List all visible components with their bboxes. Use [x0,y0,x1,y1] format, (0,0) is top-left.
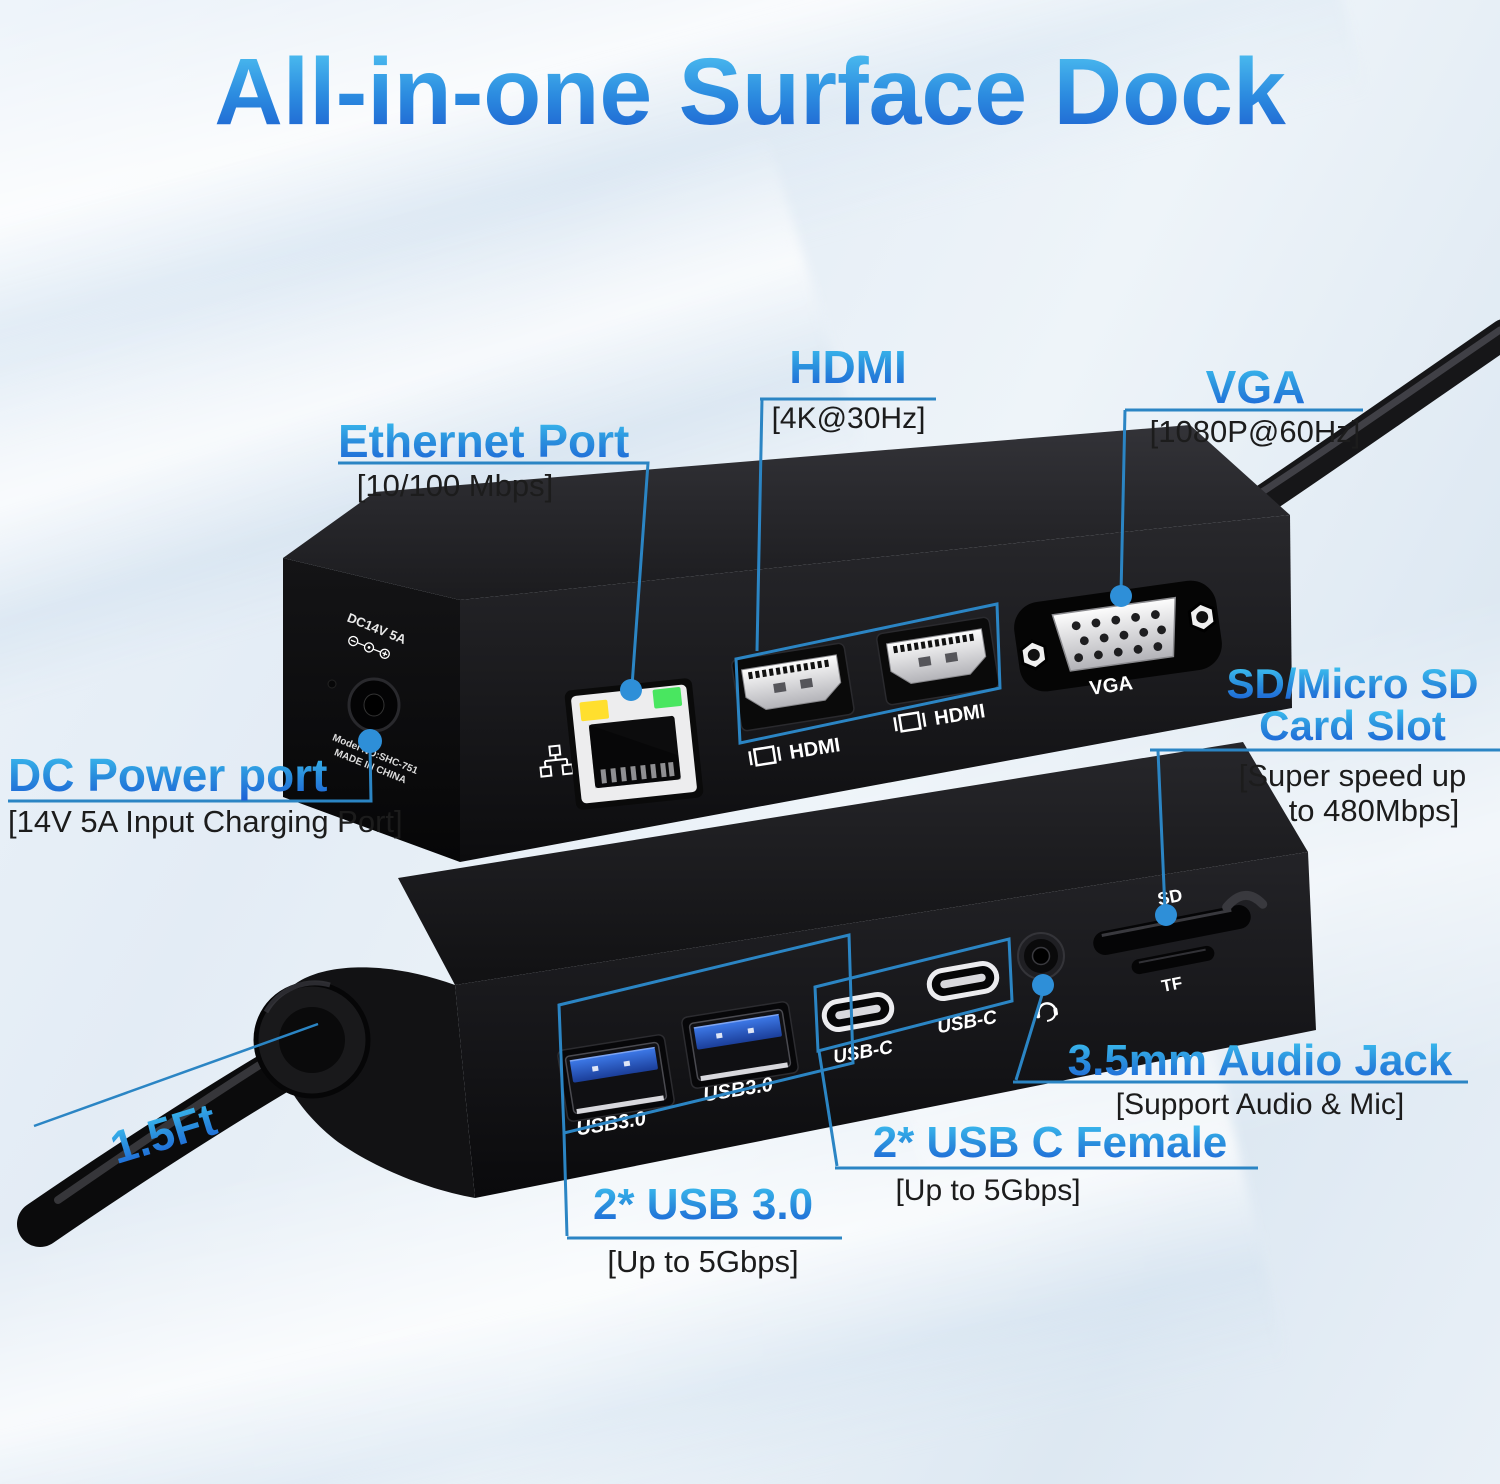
callout-sd-title-line1: SD/Micro SD [1205,663,1500,705]
callout-usbc-title: 2* USB C Female [840,1118,1260,1168]
callout-hdmi-title: HDMI [760,340,936,394]
callout-dc-title: DC Power port [8,749,328,801]
callout-usb3-spec: [Up to 5Gbps] [607,1244,799,1279]
cable-length-label: 1.5Ft [104,1092,223,1174]
callout-usbc-spec: [Up to 5Gbps] [895,1174,1081,1207]
callout-dc-spec: [14V 5A Input Charging Port] [8,804,403,839]
callout-ethernet-spec: [10/100 Mbps] [356,468,554,503]
callout-sd-spec-line2: to 480Mbps] [1288,793,1460,828]
callout-audio-spec: [Support Audio & Mic] [1115,1088,1405,1121]
callout-sd-spec-line1: [Super speed up [1238,758,1467,793]
page-title: All-in-one Surface Dock [0,38,1500,147]
callout-hdmi-spec: [4K@30Hz] [771,402,926,435]
callout-sd-title-line2: Card Slot [1205,705,1500,747]
callout-ethernet-title: Ethernet Port [338,415,630,467]
callout-vga-spec: [1080P@60Hz] [1149,414,1361,449]
callout-usb3-title: 2* USB 3.0 [563,1180,843,1230]
callout-vga-title: VGA [1148,360,1363,414]
callout-audio-title: 3.5mm Audio Jack [1035,1036,1485,1086]
